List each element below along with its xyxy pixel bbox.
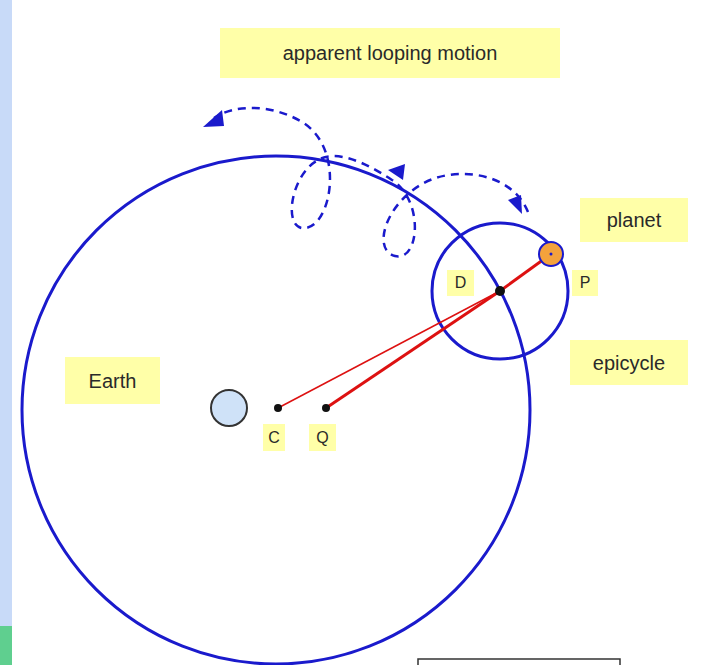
planet-body: [539, 242, 563, 266]
label-box: epicycle: [570, 340, 688, 385]
motion-arrowhead: [203, 110, 224, 127]
epicycle-center: [495, 286, 505, 296]
deferent-circle: [22, 156, 530, 664]
label-text: epicycle: [593, 352, 665, 374]
label-text: D: [455, 274, 467, 292]
side-marker: [0, 626, 12, 665]
label-text: planet: [607, 209, 662, 231]
label-text: Q: [316, 429, 328, 447]
label-box: P: [572, 270, 598, 296]
label-box: apparent looping motion: [220, 28, 560, 78]
label-text: apparent looping motion: [283, 42, 498, 64]
label-box: planet: [580, 198, 688, 242]
planet-dot: [550, 253, 553, 256]
label-box: Earth: [65, 357, 160, 404]
label-box: D: [447, 270, 474, 296]
side-band: [0, 0, 12, 665]
center-line: [278, 291, 500, 408]
label-box: C: [263, 424, 285, 451]
label-text: Earth: [89, 370, 137, 392]
looping-path: [214, 108, 528, 256]
center-point: [274, 404, 282, 412]
motion-arrowhead: [388, 164, 405, 180]
equant-point: [322, 404, 330, 412]
equant-line: [326, 291, 500, 408]
control-box: [418, 659, 620, 665]
label-box: Q: [309, 424, 336, 451]
label-text: C: [268, 429, 280, 447]
epicycle-circle: [432, 223, 568, 359]
motion-arrowhead: [508, 195, 522, 214]
label-text: P: [580, 274, 591, 292]
earth-globe: [211, 390, 247, 426]
